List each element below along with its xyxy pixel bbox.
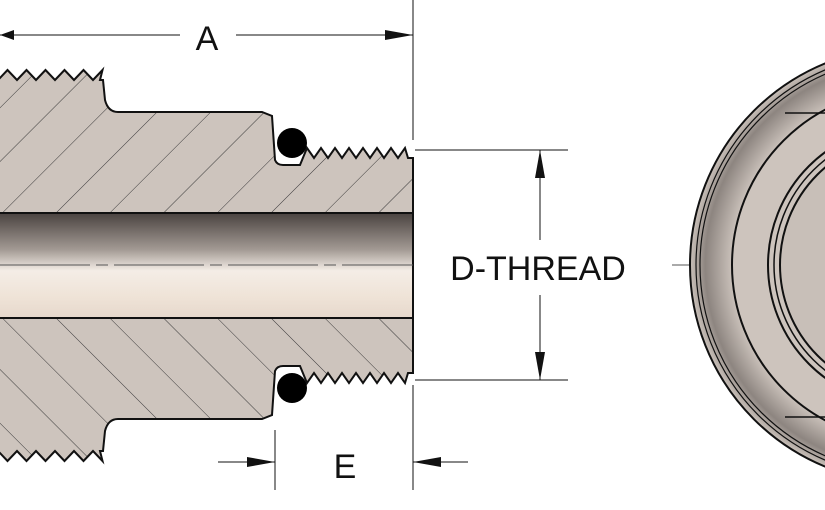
o-ring-top <box>277 128 307 158</box>
lower-section-body <box>0 317 414 465</box>
dimension-a: A <box>0 0 414 490</box>
end-view <box>672 62 825 468</box>
dimension-e: E <box>218 430 468 490</box>
dimension-a-label: A <box>196 20 219 58</box>
dimension-d-label: D-THREAD <box>450 250 626 288</box>
dimension-e-label: E <box>334 448 357 486</box>
o-ring-bottom <box>277 373 307 403</box>
upper-section-body <box>0 66 414 214</box>
dimension-d-thread: D-THREAD <box>415 149 626 381</box>
